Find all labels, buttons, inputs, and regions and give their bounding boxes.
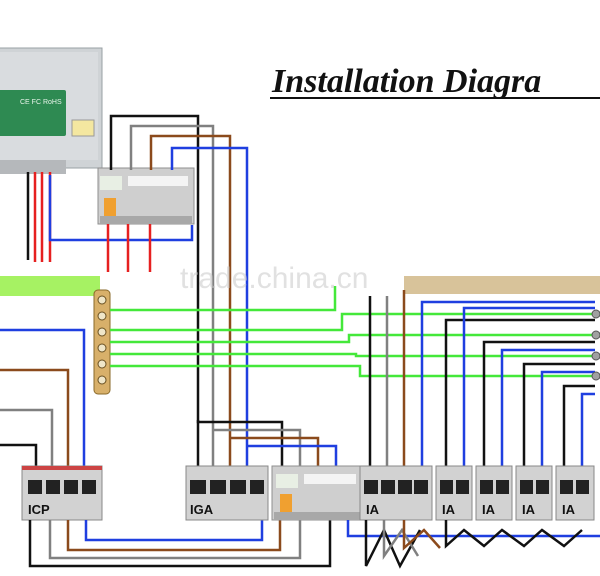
iga-breaker: IGA [185, 465, 269, 521]
surge-box-wires [26, 172, 194, 262]
watermark: trade.china.cn [180, 262, 368, 295]
right-terminal-screws [591, 309, 600, 381]
iga-to-rcd-wires [196, 420, 338, 470]
rcd-device-bottom [271, 465, 363, 521]
ia-breaker-5: IA [555, 465, 595, 521]
icp-breaker: ICP [21, 465, 103, 521]
ia-breaker-2: IA [435, 465, 473, 521]
ia-label-1: IA [366, 502, 380, 517]
ia-label-2: IA [442, 502, 456, 517]
earth-bar [0, 276, 100, 296]
diagram-title: Installation Diagra [271, 63, 541, 100]
top-busbar [404, 276, 600, 294]
ia-feed-wires [368, 290, 595, 470]
ia-label-3: IA [482, 502, 496, 517]
icp-label: ICP [28, 502, 50, 517]
surge-protector-box: CE FC RoHS [0, 47, 103, 174]
earth-terminal-screws [97, 295, 107, 385]
device-plate-text: CE FC RoHS [20, 99, 62, 106]
icp-feed-wires [0, 328, 86, 470]
ia-breaker-4: IA [515, 465, 553, 521]
ia-label-5: IA [562, 502, 576, 517]
ia-label-4: IA [522, 502, 536, 517]
earth-green-wires [110, 286, 595, 378]
ia-breaker-main: IA [359, 465, 433, 521]
rcd-to-ia-wires [346, 520, 600, 569]
rcd-device-top [97, 167, 195, 225]
icp-output-wires [28, 520, 332, 568]
ia-breaker-3: IA [475, 465, 513, 521]
iga-label: IGA [190, 502, 214, 517]
